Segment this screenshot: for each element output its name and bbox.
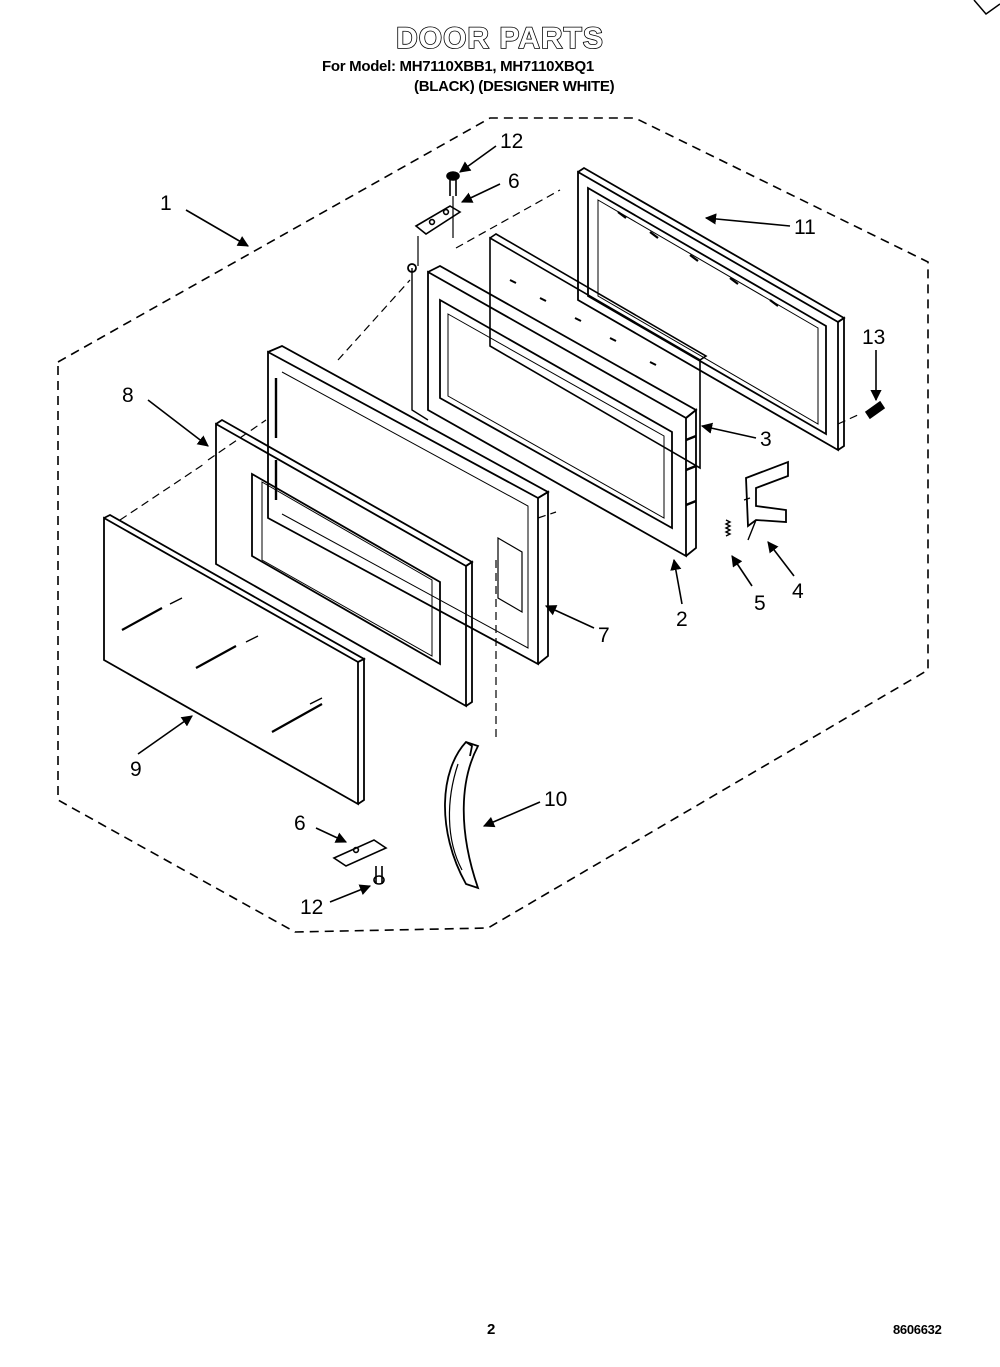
- part-13-screw: [864, 400, 886, 420]
- part-12-screw-bottom: [373, 866, 385, 885]
- callout-4: 4: [792, 580, 804, 603]
- callout-12-top: 12: [500, 130, 523, 153]
- part-12-screw-top: [446, 171, 460, 196]
- model-line: For Model: MH7110XBB1, MH7110XBQ1: [322, 58, 594, 75]
- callout-6-bottom: 6: [294, 812, 306, 835]
- callout-7: 7: [598, 624, 610, 647]
- page-title: DOOR PARTS: [395, 21, 604, 56]
- callout-arrows: [137, 145, 882, 903]
- alignment-leaders: [119, 189, 861, 742]
- callout-6-top: 6: [508, 170, 520, 193]
- document-code: 8606632: [893, 1322, 942, 1337]
- part-5-spring: [724, 519, 732, 537]
- color-line: (BLACK) (DESIGNER WHITE): [414, 78, 615, 95]
- callout-3: 3: [760, 428, 772, 451]
- callout-11: 11: [794, 216, 816, 239]
- assembly-boundary: [57, 117, 929, 933]
- part-2-inner-door: [407, 263, 698, 558]
- part-11-choke-frame: [577, 166, 846, 452]
- part-10-door-handle: [444, 740, 480, 890]
- part-6-hinge-top: [414, 205, 462, 235]
- part-4-latch-bracket: [743, 460, 789, 541]
- part-9-door-glass: [103, 513, 366, 806]
- page-number: 2: [487, 1321, 496, 1338]
- callout-12-bottom: 12: [300, 896, 323, 919]
- part-8-door-trim: [215, 418, 474, 708]
- callout-2: 2: [676, 608, 688, 631]
- callout-1: 1: [160, 192, 172, 215]
- part-3-choke-plate: [489, 233, 708, 470]
- part-6-hinge-bottom: [332, 839, 388, 867]
- corner-fold-mark: [973, 0, 1000, 16]
- part-7-outer-door-frame: [267, 345, 550, 666]
- callout-13: 13: [862, 326, 885, 349]
- callout-10: 10: [544, 788, 567, 811]
- callout-8: 8: [122, 384, 134, 407]
- callout-5: 5: [754, 592, 766, 615]
- callout-9: 9: [130, 758, 142, 781]
